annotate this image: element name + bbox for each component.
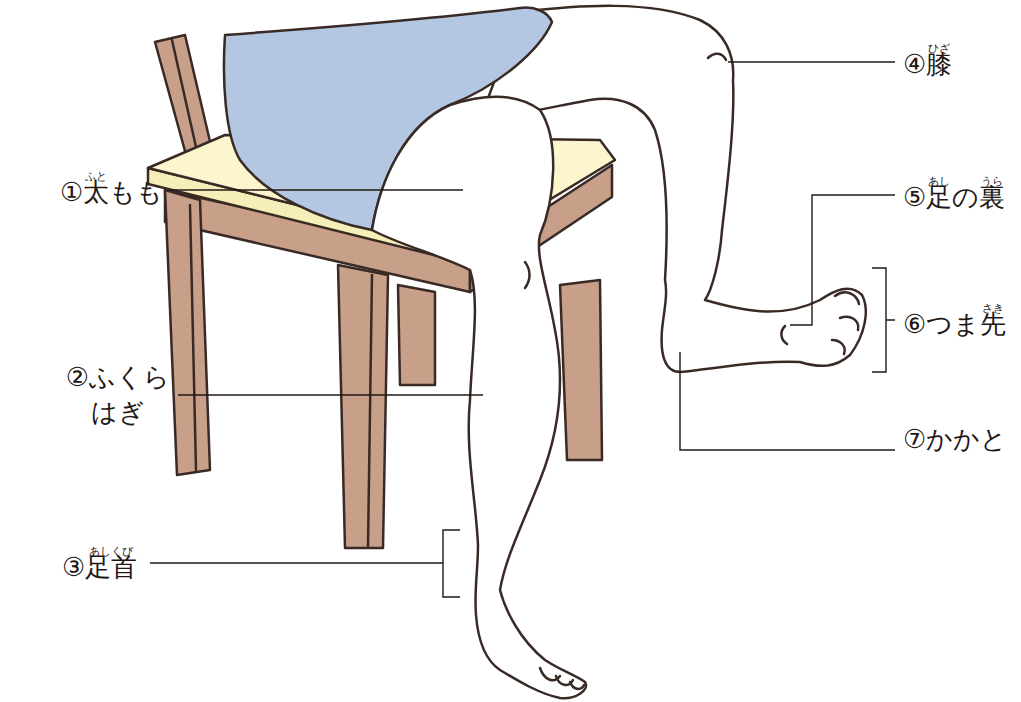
chair-back-edge [172, 40, 198, 156]
toe-lines [781, 292, 859, 354]
leader-line [170, 189, 463, 190]
part-label: ④膝 [903, 47, 952, 82]
part-label: ⑤足の裏 [903, 180, 1005, 215]
leader-bracket [872, 268, 895, 372]
part-label: ②ふくら はぎ [58, 360, 178, 430]
leader-line [178, 394, 483, 395]
seated-leg [372, 97, 586, 698]
chair-leg [398, 285, 435, 385]
chair-leg-edge [368, 275, 372, 546]
kneecap-line [525, 262, 530, 288]
kneecap-line [708, 54, 726, 60]
toe-lines [540, 668, 584, 689]
leader-line [790, 195, 895, 325]
leader-line [680, 352, 895, 450]
leader-line [728, 61, 895, 62]
part-label: ⑦かかと [903, 422, 1007, 457]
leader-bracket [150, 530, 460, 597]
part-label: ⑥つま先 [903, 307, 1006, 342]
chair-leg [560, 280, 602, 460]
part-label: ③足首 [62, 550, 137, 585]
chair-leg [338, 265, 388, 548]
part-label: ①太もも [60, 175, 163, 210]
chair-leg [165, 190, 210, 475]
chair-leg-edge [190, 205, 196, 470]
